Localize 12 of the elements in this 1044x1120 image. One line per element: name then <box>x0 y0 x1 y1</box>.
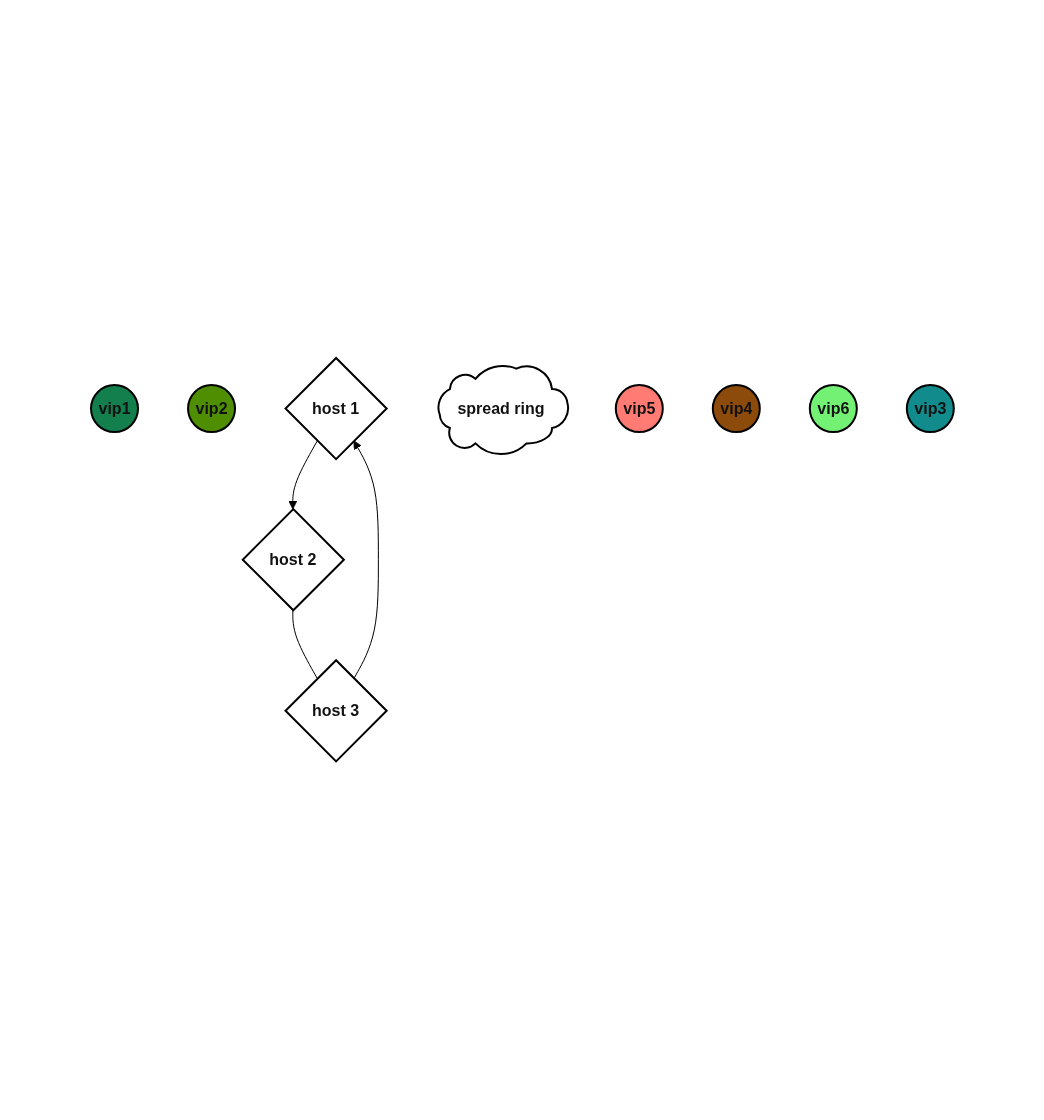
node-circle: vip3 <box>905 384 955 434</box>
node-diamond: host 1 <box>283 356 388 461</box>
node-circle: vip5 <box>614 384 664 434</box>
node-circle: vip1 <box>89 384 139 434</box>
node-circle: vip4 <box>711 384 761 434</box>
node-circle: vip6 <box>808 384 858 434</box>
node-diamond: host 3 <box>283 659 388 764</box>
node-diamond: host 2 <box>240 508 345 612</box>
node-circle: vip2 <box>186 384 236 434</box>
connector <box>291 610 318 680</box>
arrow <box>352 440 379 680</box>
arrow <box>288 440 318 510</box>
